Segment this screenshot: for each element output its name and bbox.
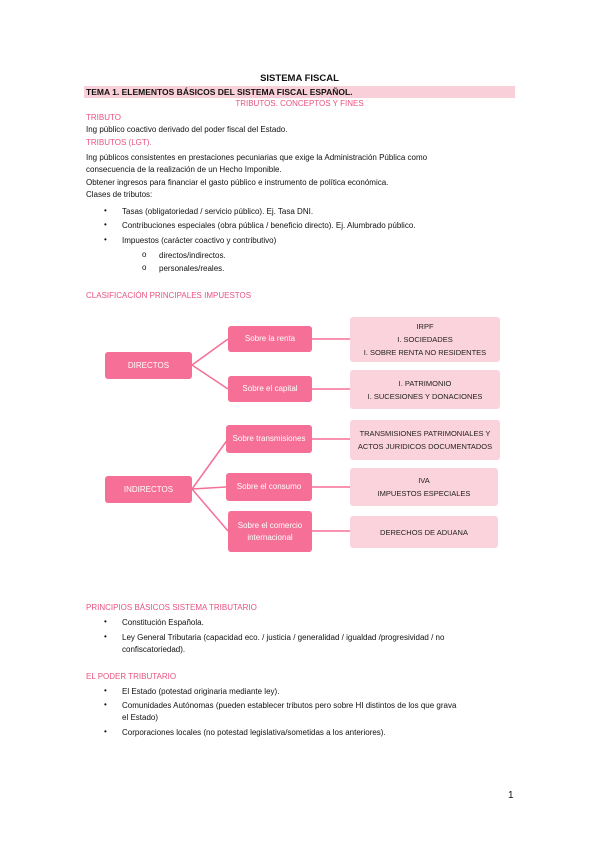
connector-line <box>191 338 229 366</box>
connector-line <box>191 364 229 390</box>
capital-result-1: I. PATRIMONIO <box>398 378 452 388</box>
capital-result-2: I. SUCESIONES Y DONACIONES <box>367 391 483 401</box>
tributo-heading: TRIBUTO <box>86 113 121 122</box>
bullet-marker: • <box>104 686 107 695</box>
list-item-continuation: el Estado) <box>122 713 159 722</box>
sub-bullet-marker: o <box>142 250 147 259</box>
bullet-marker: • <box>104 632 107 641</box>
list-item: Impuestos (carácter coactivo y contribut… <box>122 236 277 245</box>
bullet-marker: • <box>104 727 107 736</box>
list-item: Ley General Tributaria (capacidad eco. /… <box>122 633 445 642</box>
clasificacion-heading: CLASIFICACIÓN PRINCIPALES IMPUESTOS <box>86 291 252 300</box>
principios-heading: PRINCIPIOS BÁSICOS SISTEMA TRIBUTARIO <box>86 603 257 612</box>
connector-line <box>191 438 229 490</box>
lgt-line-4: Clases de tributos: <box>86 190 153 199</box>
consumo-result-1: IVA <box>418 476 430 485</box>
connector-line <box>191 488 229 532</box>
poder-heading: EL PODER TRIBUTARIO <box>86 672 177 681</box>
bullet-marker: • <box>104 617 107 626</box>
sub-list-item: personales/reales. <box>159 264 225 273</box>
indirectos-box: INDIRECTOS <box>105 476 192 503</box>
comercio-line-2: internacional <box>247 532 293 542</box>
comercio-box: Sobre el comercio internacional <box>228 511 312 552</box>
lgt-line-1: Ing públicos consistentes en prestacione… <box>86 153 428 162</box>
bullet-marker: • <box>104 700 107 709</box>
consumo-result-2: IMPUESTOS ESPECIALES <box>377 489 471 498</box>
list-item: Tasas (obligatoriedad / servicio público… <box>122 207 314 216</box>
list-item: Corporaciones locales (no potestad legis… <box>122 728 386 737</box>
transmisiones-box: Sobre transmisiones <box>226 425 312 453</box>
renta-box: Sobre la renta <box>228 326 312 352</box>
transmisiones-result-box: TRANSMISIONES PATRIMONIALES Y ACTOS JURI… <box>350 420 500 460</box>
tributo-text: Ing público coactivo derivado del poder … <box>86 125 288 134</box>
capital-result-box: I. PATRIMONIO I. SUCESIONES Y DONACIONES <box>350 370 500 409</box>
document-title: SISTEMA FISCAL <box>260 73 339 84</box>
bullet-marker: • <box>104 206 107 215</box>
directos-box: DIRECTOS <box>105 352 192 379</box>
page-number: 1 <box>508 790 514 801</box>
tributos-lgt-heading: TRIBUTOS (LGT). <box>86 138 152 147</box>
lgt-line-2: consecuencia de la realización de un Hec… <box>86 165 282 174</box>
consumo-box: Sobre el consumo <box>226 473 312 501</box>
sub-list-item: directos/indirectos. <box>159 251 226 260</box>
lgt-line-3: Obtener ingresos para financiar el gasto… <box>86 178 389 187</box>
list-item: Comunidades Autónomas (pueden establecer… <box>122 701 457 710</box>
list-item: Contribuciones especiales (obra pública … <box>122 221 416 230</box>
trans-result-1: TRANSMISIONES PATRIMONIALES Y <box>359 429 491 438</box>
bullet-marker: • <box>104 235 107 244</box>
renta-result-box: IRPF I. SOCIEDADES I. SOBRE RENTA NO RES… <box>350 317 500 362</box>
connector-line <box>191 486 227 490</box>
renta-result-1: IRPF <box>416 322 434 331</box>
comercio-line-1: Sobre el comercio <box>237 520 303 530</box>
list-item: Constitución Española. <box>122 618 204 627</box>
renta-result-3: I. SOBRE RENTA NO RESIDENTES <box>363 348 487 357</box>
consumo-result-box: IVA IMPUESTOS ESPECIALES <box>350 468 498 506</box>
comercio-result-box: DERECHOS DE ADUANA <box>350 516 498 548</box>
sub-bullet-marker: o <box>142 263 147 272</box>
capital-box: Sobre el capital <box>228 376 312 402</box>
renta-result-2: I. SOCIEDADES <box>397 335 453 344</box>
bullet-marker: • <box>104 220 107 229</box>
list-item-continuation: confiscatoriedad). <box>122 645 186 654</box>
trans-result-2: ACTOS JURIDICOS DOCUMENTADOS <box>357 442 493 451</box>
tema-heading: TEMA 1. ELEMENTOS BÁSICOS DEL SISTEMA FI… <box>84 86 515 98</box>
list-item: El Estado (potestad originaria mediante … <box>122 687 280 696</box>
section-subtitle: TRIBUTOS. CONCEPTOS Y FINES <box>235 99 364 108</box>
